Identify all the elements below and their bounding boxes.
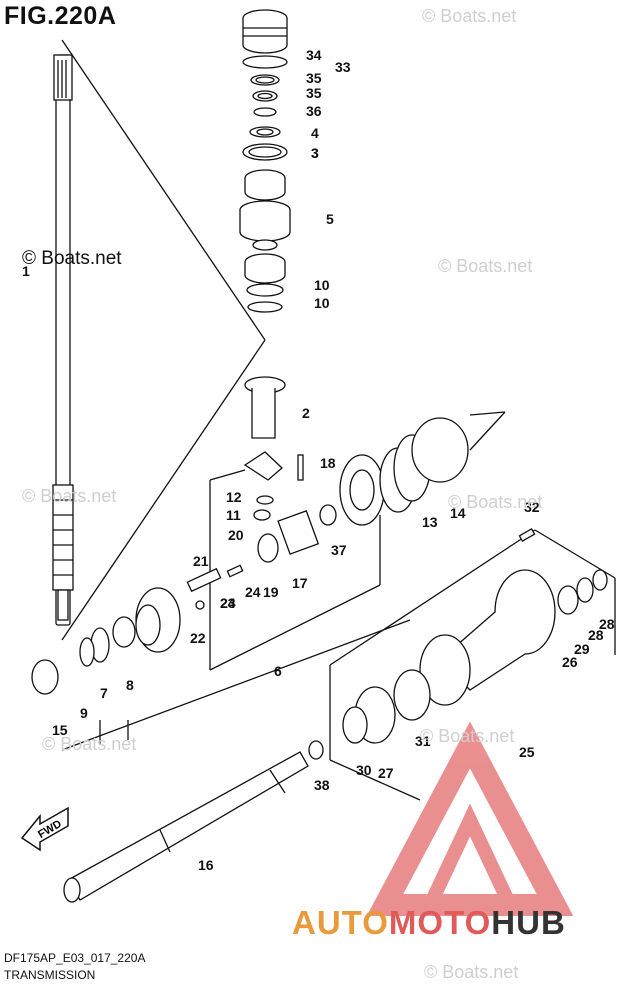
part-callout-28: 28 (588, 627, 604, 643)
brand-part-moto: MOTO (388, 904, 492, 941)
part-callout-14: 14 (450, 505, 466, 521)
part-callout-24: 24 (220, 595, 236, 611)
part-callout-28: 28 (599, 616, 615, 632)
part-callout-35: 35 (306, 70, 322, 86)
part-callout-20: 20 (228, 527, 244, 543)
part-callout-10: 10 (314, 295, 330, 311)
part-callout-11: 11 (226, 507, 241, 523)
part-callout-19: 19 (263, 584, 279, 600)
sleeve (244, 376, 286, 439)
watermark-text: © Boats.net (420, 726, 515, 746)
part-callout-3: 3 (311, 145, 319, 161)
gear-cluster (31, 417, 469, 695)
fwd-arrow-icon: FWD (20, 806, 69, 852)
prop-shaft-housing (308, 528, 608, 760)
figure-caption: TRANSMISSION (4, 968, 96, 982)
brand-part-auto: AUTO (292, 904, 389, 941)
part-callout-23: 23 (220, 595, 236, 611)
drive-shaft (52, 54, 74, 626)
part-callout-33: 33 (335, 59, 351, 75)
propeller-shaft (63, 751, 309, 903)
part-callout-22: 22 (190, 630, 206, 646)
part-callout-2: 2 (302, 405, 310, 421)
part-callout-29: 29 (574, 641, 590, 657)
watermark-text: © Boats.net (424, 962, 519, 982)
part-callout-25: 25 (519, 744, 535, 760)
part-callout-7: 7 (100, 685, 108, 701)
part-callout-18: 18 (320, 455, 336, 471)
part-callout-26: 26 (562, 654, 578, 670)
guide-lines (61, 39, 616, 801)
brand-wordmark: AUTOMOTOHUB (292, 904, 566, 942)
part-callout-4: 4 (311, 125, 319, 141)
brand-part-hub: HUB (491, 904, 566, 941)
part-callout-36: 36 (306, 103, 322, 119)
part-callout-24: 24 (245, 584, 261, 600)
part-callout-3: 3 (311, 145, 319, 161)
watermark-text: © Boats.net (448, 492, 543, 512)
part-callout-5: 5 (326, 211, 334, 227)
part-callout-12: 12 (226, 489, 242, 505)
part-callout-30: 30 (356, 762, 372, 778)
watermark-text: © Boats.net (422, 6, 517, 26)
part-callout-15: 15 (52, 722, 68, 738)
part-callout-9: 9 (80, 705, 88, 721)
part-callout-31: 31 (415, 733, 431, 749)
figure-title: FIG.220A (4, 2, 117, 30)
watermark-text: © Boats.net (438, 256, 533, 276)
part-callout-1: 1 (22, 263, 30, 279)
part-callout-38: 38 (314, 777, 330, 793)
part-callout-32: 32 (524, 499, 540, 515)
part-callout-8: 8 (126, 677, 134, 693)
part-callout-21: 21 (193, 553, 209, 569)
part-callout-16: 16 (198, 857, 214, 873)
part-callout-6: 6 (274, 663, 282, 679)
part-callout-13: 13 (422, 514, 438, 530)
top-bearing-stack (239, 9, 291, 313)
part-callout-27: 27 (378, 765, 394, 781)
part-callout-37: 37 (331, 542, 347, 558)
watermark-text: © Boats.net (22, 486, 117, 506)
watermark-logo (366, 721, 574, 916)
figure-code: DF175AP_E03_017_220A (4, 951, 146, 965)
part-callout-10: 10 (314, 277, 330, 293)
part-callout-17: 17 (292, 575, 308, 591)
part-callout-35: 35 (306, 85, 322, 101)
part-callout-34: 34 (306, 47, 322, 63)
copyright-notice: © Boats.net (22, 248, 122, 269)
watermark-text: © Boats.net (42, 734, 137, 754)
